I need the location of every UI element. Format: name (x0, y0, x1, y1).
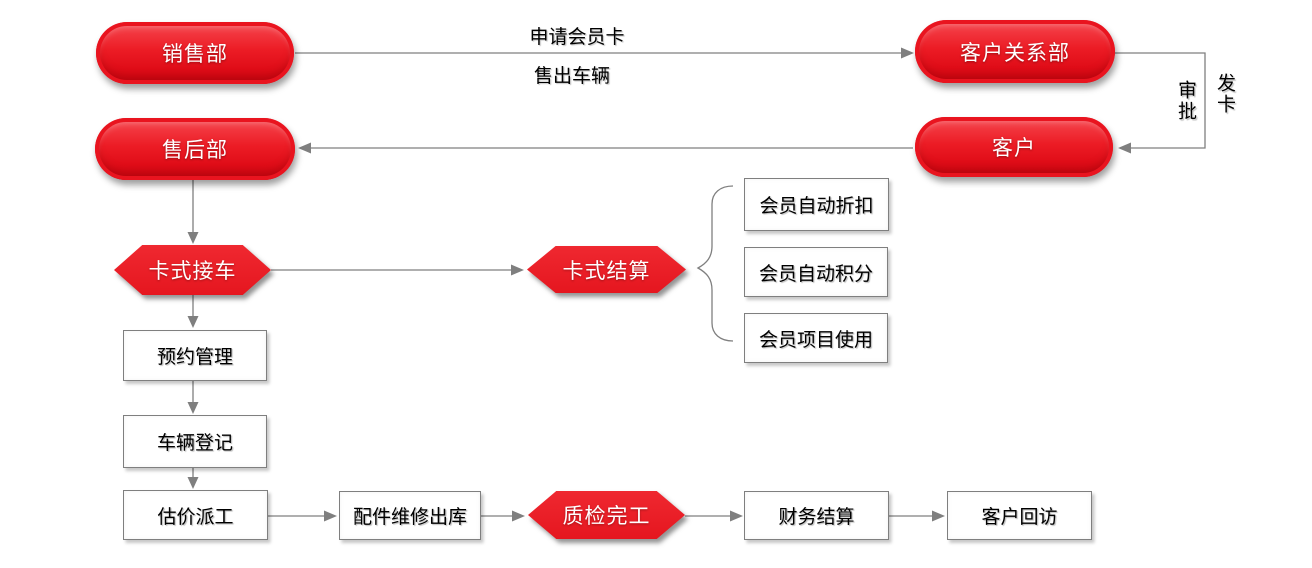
node-quality-check-complete: 质检完工 (528, 491, 685, 539)
node-quality-check-complete-shape: 质检完工 (528, 491, 685, 539)
edge-parts-outbound-to-quality-check (479, 510, 525, 522)
edge-after-sales-to-card-reception (187, 180, 199, 244)
node-member-auto-discount: 会员自动折扣 (744, 178, 889, 231)
node-customer-followup: 客户回访 (947, 491, 1092, 540)
node-customer-relations-dept: 客户关系部 (915, 20, 1115, 83)
edge-label-issue-card: 发卡 (1214, 73, 1235, 115)
edge-label-apply-member-card: 申请会员卡 (529, 27, 625, 48)
edge-sales-to-customer-relations (295, 47, 914, 59)
edge-label-sell-vehicle: 售出车辆 (533, 66, 610, 87)
node-appointment-management: 预约管理 (123, 330, 267, 381)
brace-card-settlement-to-member-benefits (696, 185, 734, 342)
node-after-sales-dept: 售后部 (95, 118, 295, 180)
edge-customer-relations-to-customer (1114, 52, 1206, 154)
node-member-auto-points: 会员自动积分 (744, 247, 888, 297)
node-financial-settlement: 财务结算 (744, 491, 889, 540)
edge-appointment-to-vehicle-registration (187, 379, 199, 414)
node-card-settlement-shape: 卡式结算 (527, 246, 686, 293)
edge-vehicle-registration-to-estimate (187, 466, 199, 489)
edge-customer-to-after-sales (298, 142, 913, 154)
node-vehicle-registration: 车辆登记 (123, 415, 267, 468)
edge-label-approve: 审批 (1175, 80, 1196, 122)
edge-financial-settlement-to-customer-followup (887, 510, 945, 522)
node-member-item-usage: 会员项目使用 (744, 313, 888, 363)
node-parts-repair-outbound: 配件维修出库 (339, 491, 481, 540)
edge-card-reception-to-card-settlement (271, 264, 524, 276)
node-card-reception: 卡式接车 (114, 245, 271, 295)
node-card-settlement: 卡式结算 (527, 246, 686, 293)
node-estimate-dispatch: 估价派工 (123, 490, 268, 540)
node-card-reception-shape: 卡式接车 (114, 245, 271, 295)
edge-card-reception-to-appointment (187, 295, 199, 328)
node-customer: 客户 (915, 117, 1113, 177)
edge-estimate-to-parts-outbound (266, 510, 337, 522)
node-sales-dept: 销售部 (96, 22, 294, 84)
edge-quality-check-to-financial-settlement (685, 510, 743, 522)
